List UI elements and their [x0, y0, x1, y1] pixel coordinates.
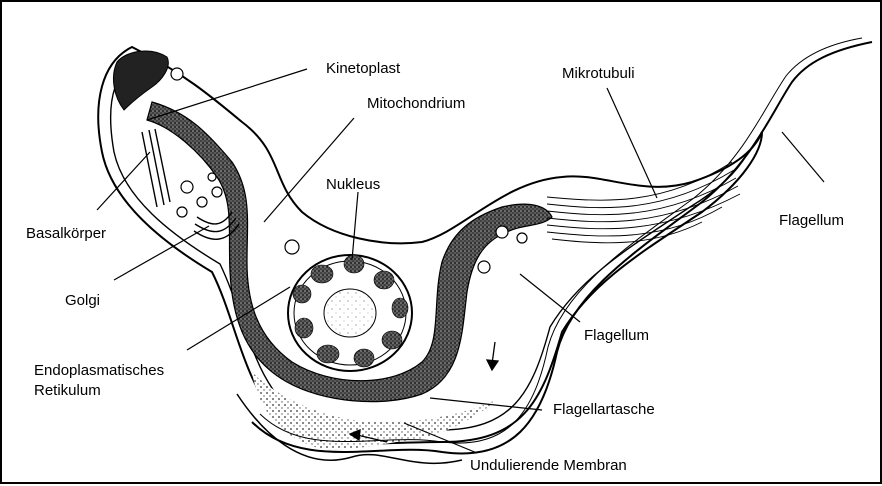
label-flagellum-mid: Flagellum [584, 327, 649, 345]
label-golgi: Golgi [65, 292, 100, 310]
label-mikrotubuli: Mikrotubuli [562, 65, 635, 83]
label-basalkoerper: Basalkörper [26, 225, 106, 243]
label-nukleus: Nukleus [326, 176, 380, 194]
label-flagellum-tip: Flagellum [779, 212, 844, 230]
label-mitochondrium: Mitochondrium [367, 95, 465, 113]
label-endoplasmatisches-line1: Endoplasmatisches [34, 362, 164, 380]
label-endoplasmatisches-line2: Retikulum [34, 382, 101, 400]
label-undulierende-membran: Undulierende Membran [470, 457, 627, 475]
label-flagellartasche: Flagellartasche [553, 401, 655, 419]
leader-flagellum-tip [782, 132, 824, 182]
nucleolus [324, 289, 376, 337]
label-kinetoplast: Kinetoplast [326, 60, 400, 78]
